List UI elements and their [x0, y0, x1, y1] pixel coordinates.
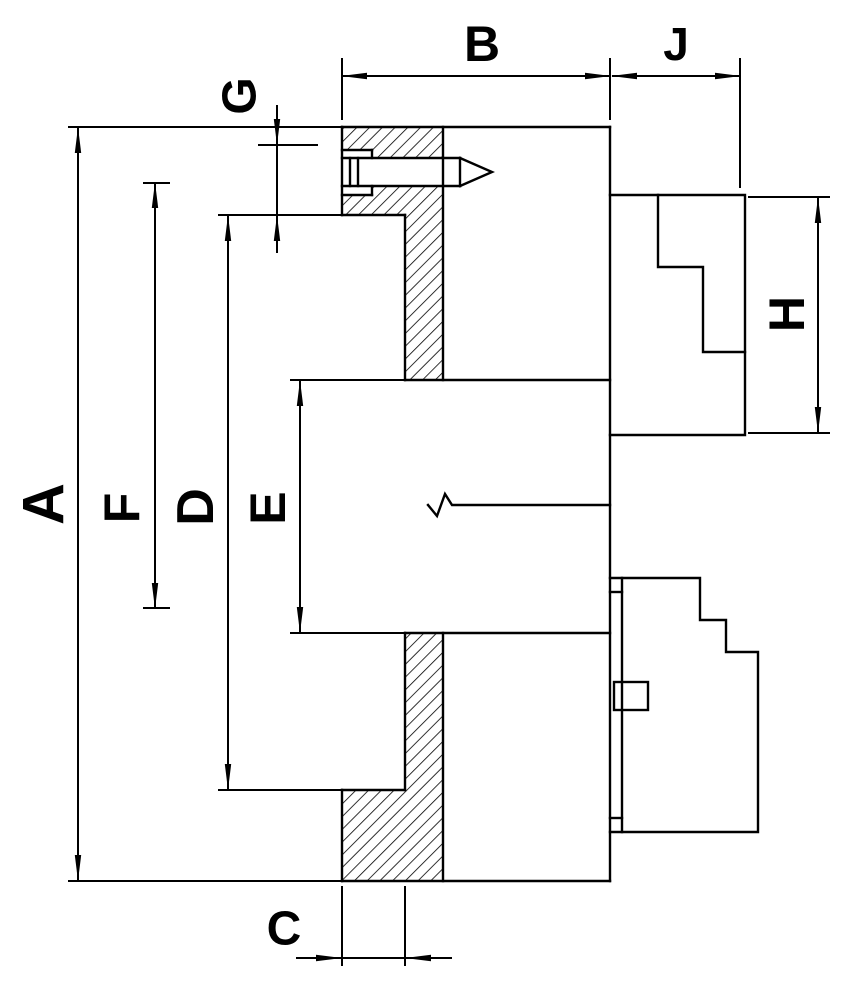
bottom-jaw: [608, 576, 760, 834]
dimension-A: [68, 126, 342, 882]
top-jaw-outline: [608, 193, 747, 437]
dim-label-B: B: [464, 16, 500, 72]
top-jaw: [608, 193, 747, 437]
dim-label-E: E: [240, 491, 296, 524]
dimension-E: [290, 379, 405, 634]
dimension-labels: A F D E G B J H C: [12, 16, 816, 956]
hatch-upper-column: [405, 215, 443, 380]
chuck-body-outline: [340, 125, 612, 883]
dim-label-G: G: [214, 77, 267, 114]
bore-break-line: [426, 491, 612, 519]
dim-label-C: C: [267, 903, 302, 956]
hatch-below-bolt: [342, 186, 443, 215]
dim-label-J: J: [663, 18, 689, 70]
dim-label-F: F: [94, 493, 150, 524]
dimension-J: [611, 58, 741, 188]
dim-label-D: D: [167, 488, 225, 526]
mounting-bolt: [340, 148, 495, 197]
hatch-lower-column: [405, 633, 443, 790]
dimension-B: [341, 58, 611, 120]
dim-label-H: H: [759, 296, 815, 332]
bottom-jaw-key-detail: [612, 680, 650, 712]
bottom-jaw-outline: [608, 576, 760, 834]
dimension-G: [258, 105, 318, 253]
hatch-top-flange: [342, 127, 443, 158]
dimension-F: [143, 182, 170, 609]
hatch-bottom-flange: [342, 790, 443, 881]
dim-label-A: A: [12, 483, 77, 525]
bolt-tip-cone: [458, 156, 495, 188]
section-hatch-areas: [342, 127, 443, 881]
dimension-C: [296, 886, 452, 966]
dimension-H: [748, 196, 830, 434]
top-jaw-step-lines: [656, 193, 747, 354]
